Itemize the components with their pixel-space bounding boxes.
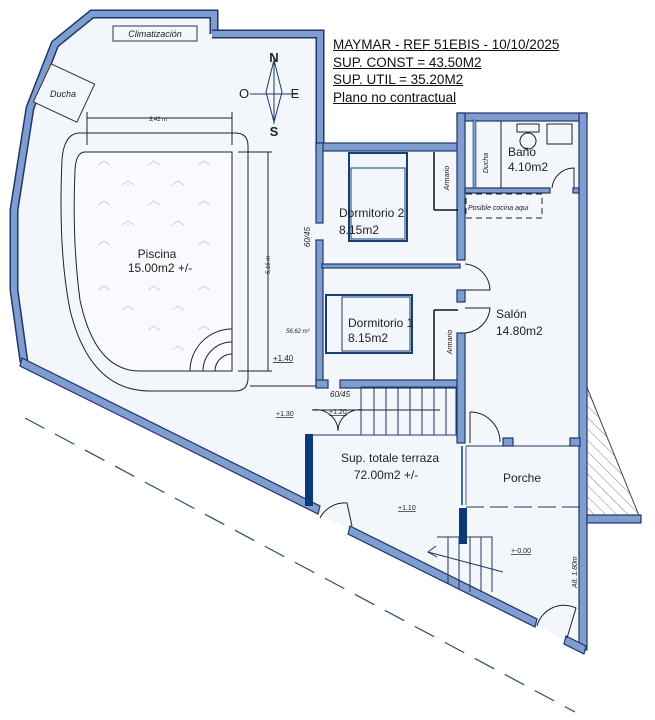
- sup-util: SUP. UTIL = 35.20M2: [333, 72, 464, 87]
- bath-fixtures: [465, 121, 575, 219]
- armario-label: Armario: [447, 330, 454, 356]
- dormitorio2-area: 8.15m2: [339, 223, 379, 237]
- compass-e: E: [291, 86, 300, 101]
- compass-o: O: [239, 86, 249, 101]
- level-label: +1.20: [329, 409, 347, 416]
- salon-name: Salón: [496, 307, 527, 321]
- level-label: +-0.00: [511, 548, 531, 555]
- plan-note: Plano no contractual: [333, 89, 457, 105]
- ducha-bano-label: Ducha: [483, 153, 490, 173]
- salon-area: 14.80m2: [496, 324, 543, 338]
- compass-icon: [250, 58, 298, 124]
- compass-n: N: [269, 50, 278, 65]
- level-label: +1.10: [398, 505, 416, 512]
- dark-wall: [459, 508, 467, 544]
- alt-label: Alt. 1.80m: [572, 556, 579, 589]
- doors: [311, 263, 577, 639]
- level-label: +1.30: [276, 411, 294, 418]
- plan-info: MAYMAR - REF 51EBIS - 10/10/2025 SUP. CO…: [333, 36, 559, 106]
- beds: [325, 152, 413, 354]
- dormitorio2-name: Dormitorio 2: [339, 206, 405, 220]
- pool-length-label: 5,16 m: [266, 256, 272, 274]
- climatizacion-box: [112, 25, 198, 42]
- dark-wall: [305, 434, 313, 506]
- ducha-pool-label: Ducha: [50, 89, 76, 99]
- piscina-name: Piscina: [138, 247, 177, 261]
- area-note-label: 56,62 m²: [286, 329, 311, 335]
- wardrobes: [433, 152, 458, 380]
- level-label: +1.40: [273, 354, 294, 363]
- compass-s: S: [270, 124, 279, 139]
- pool-width-label: 3,41 m: [149, 117, 167, 123]
- pool: [60, 112, 316, 392]
- cocina-label: Posible cocina aqui: [468, 205, 529, 212]
- pool-wave-pattern: [97, 160, 211, 351]
- piscina-area: 15.00m2 +/-: [128, 261, 192, 275]
- bano-name: Baño: [508, 145, 536, 159]
- terraza-name: Sup. totale terraza: [341, 451, 439, 465]
- dormitorio1-area: 8.15m2: [348, 331, 388, 345]
- ducha-box: [32, 63, 96, 123]
- armario-label: Armario: [444, 166, 451, 192]
- dormitorio1-name: Dormitorio 1: [348, 316, 414, 330]
- climatizacion-label: Climatización: [128, 29, 182, 39]
- property-line: [24, 417, 576, 713]
- window-label-2: 60/45: [330, 390, 351, 399]
- stairs: [313, 386, 504, 592]
- bano-area: 4.10m2: [508, 160, 548, 174]
- sup-const: SUP. CONST = 43.50M2: [333, 54, 482, 70]
- walls: [9, 9, 642, 655]
- terraza-area: 72.00m2 +/-: [354, 468, 418, 482]
- porche-label: Porche: [503, 471, 541, 485]
- hatched-area: [585, 384, 641, 519]
- window-label: 60/45: [303, 226, 312, 247]
- plan-title: MAYMAR - REF 51EBIS - 10/10/2025: [333, 37, 560, 52]
